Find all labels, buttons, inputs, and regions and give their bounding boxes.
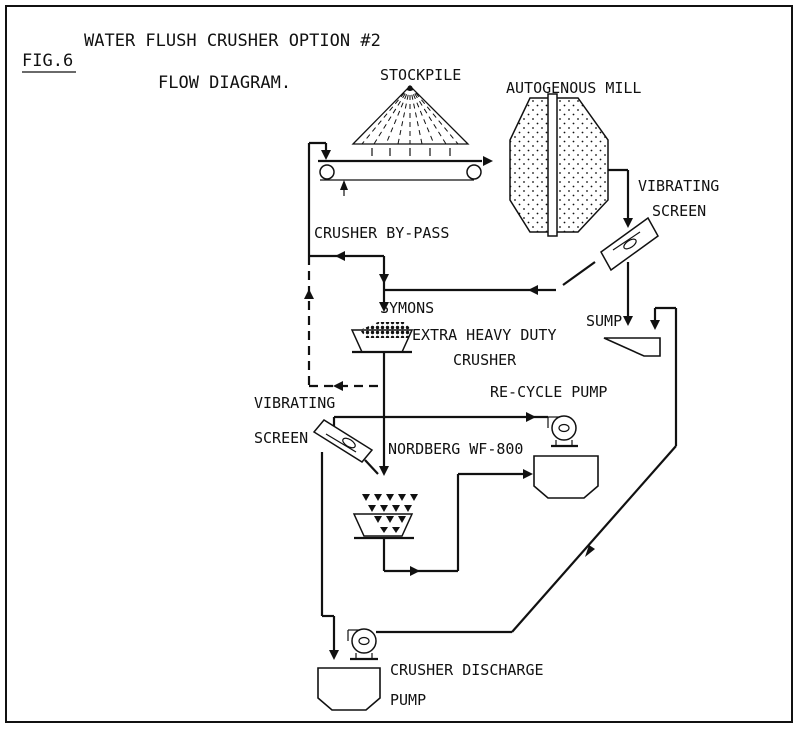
crusher-bypass-label: CRUSHER BY-PASS — [314, 224, 449, 242]
crusher-discharge-pump — [317, 628, 381, 711]
vibrating-screen-top-label-1: VIBRATING — [638, 177, 719, 195]
autogenous-mill-label: AUTOGENOUS MILL — [506, 79, 641, 97]
figure-border — [5, 5, 793, 723]
crusher-discharge-label-1: CRUSHER DISCHARGE — [390, 661, 544, 679]
stockpile-hatch — [361, 86, 459, 144]
symons-crusher — [350, 322, 414, 358]
stockpile-label: STOCKPILE — [380, 66, 461, 84]
crusher-discharge-label-2: PUMP — [390, 691, 426, 709]
recycle-line — [332, 412, 548, 426]
symons-label: SYMONS — [380, 299, 434, 317]
figure-number: FIG.6 — [22, 51, 73, 71]
feed-conveyor — [318, 156, 493, 196]
vibrating-screen-left-label-1: VIBRATING — [254, 394, 335, 412]
screen-to-discharge-line — [320, 452, 339, 660]
vibrating-screen-left-label-2: SCREEN — [254, 429, 308, 447]
vibrating-screen-top — [600, 216, 659, 272]
vibrating-screen-left — [312, 419, 374, 463]
nordberg-crusher — [352, 494, 418, 571]
recycle-pump-label: RE-CYCLE PUMP — [490, 383, 607, 401]
sump-label: SUMP — [586, 312, 622, 330]
recycle-pump — [533, 415, 599, 499]
sump — [603, 337, 661, 357]
nordberg-label: NORDBERG WF-800 — [388, 440, 523, 458]
screen-to-nordberg-line — [364, 459, 379, 475]
oversize-return-line — [384, 261, 596, 295]
bypass-loop — [304, 141, 384, 391]
figure-title: WATER FLUSH CRUSHER OPTION #2 — [84, 31, 381, 51]
figure-subtitle: FLOW DIAGRAM. — [158, 73, 291, 93]
extra-heavy-duty-label: EXTRA HEAVY DUTY — [412, 326, 557, 344]
nordberg-to-recycle-line — [384, 469, 533, 576]
crusher-label: CRUSHER — [453, 351, 517, 369]
autogenous-mill — [509, 93, 609, 237]
discharge-return-line — [376, 306, 678, 634]
stockpile — [351, 85, 470, 156]
vibrating-screen-top-label-2: SCREEN — [652, 202, 706, 220]
